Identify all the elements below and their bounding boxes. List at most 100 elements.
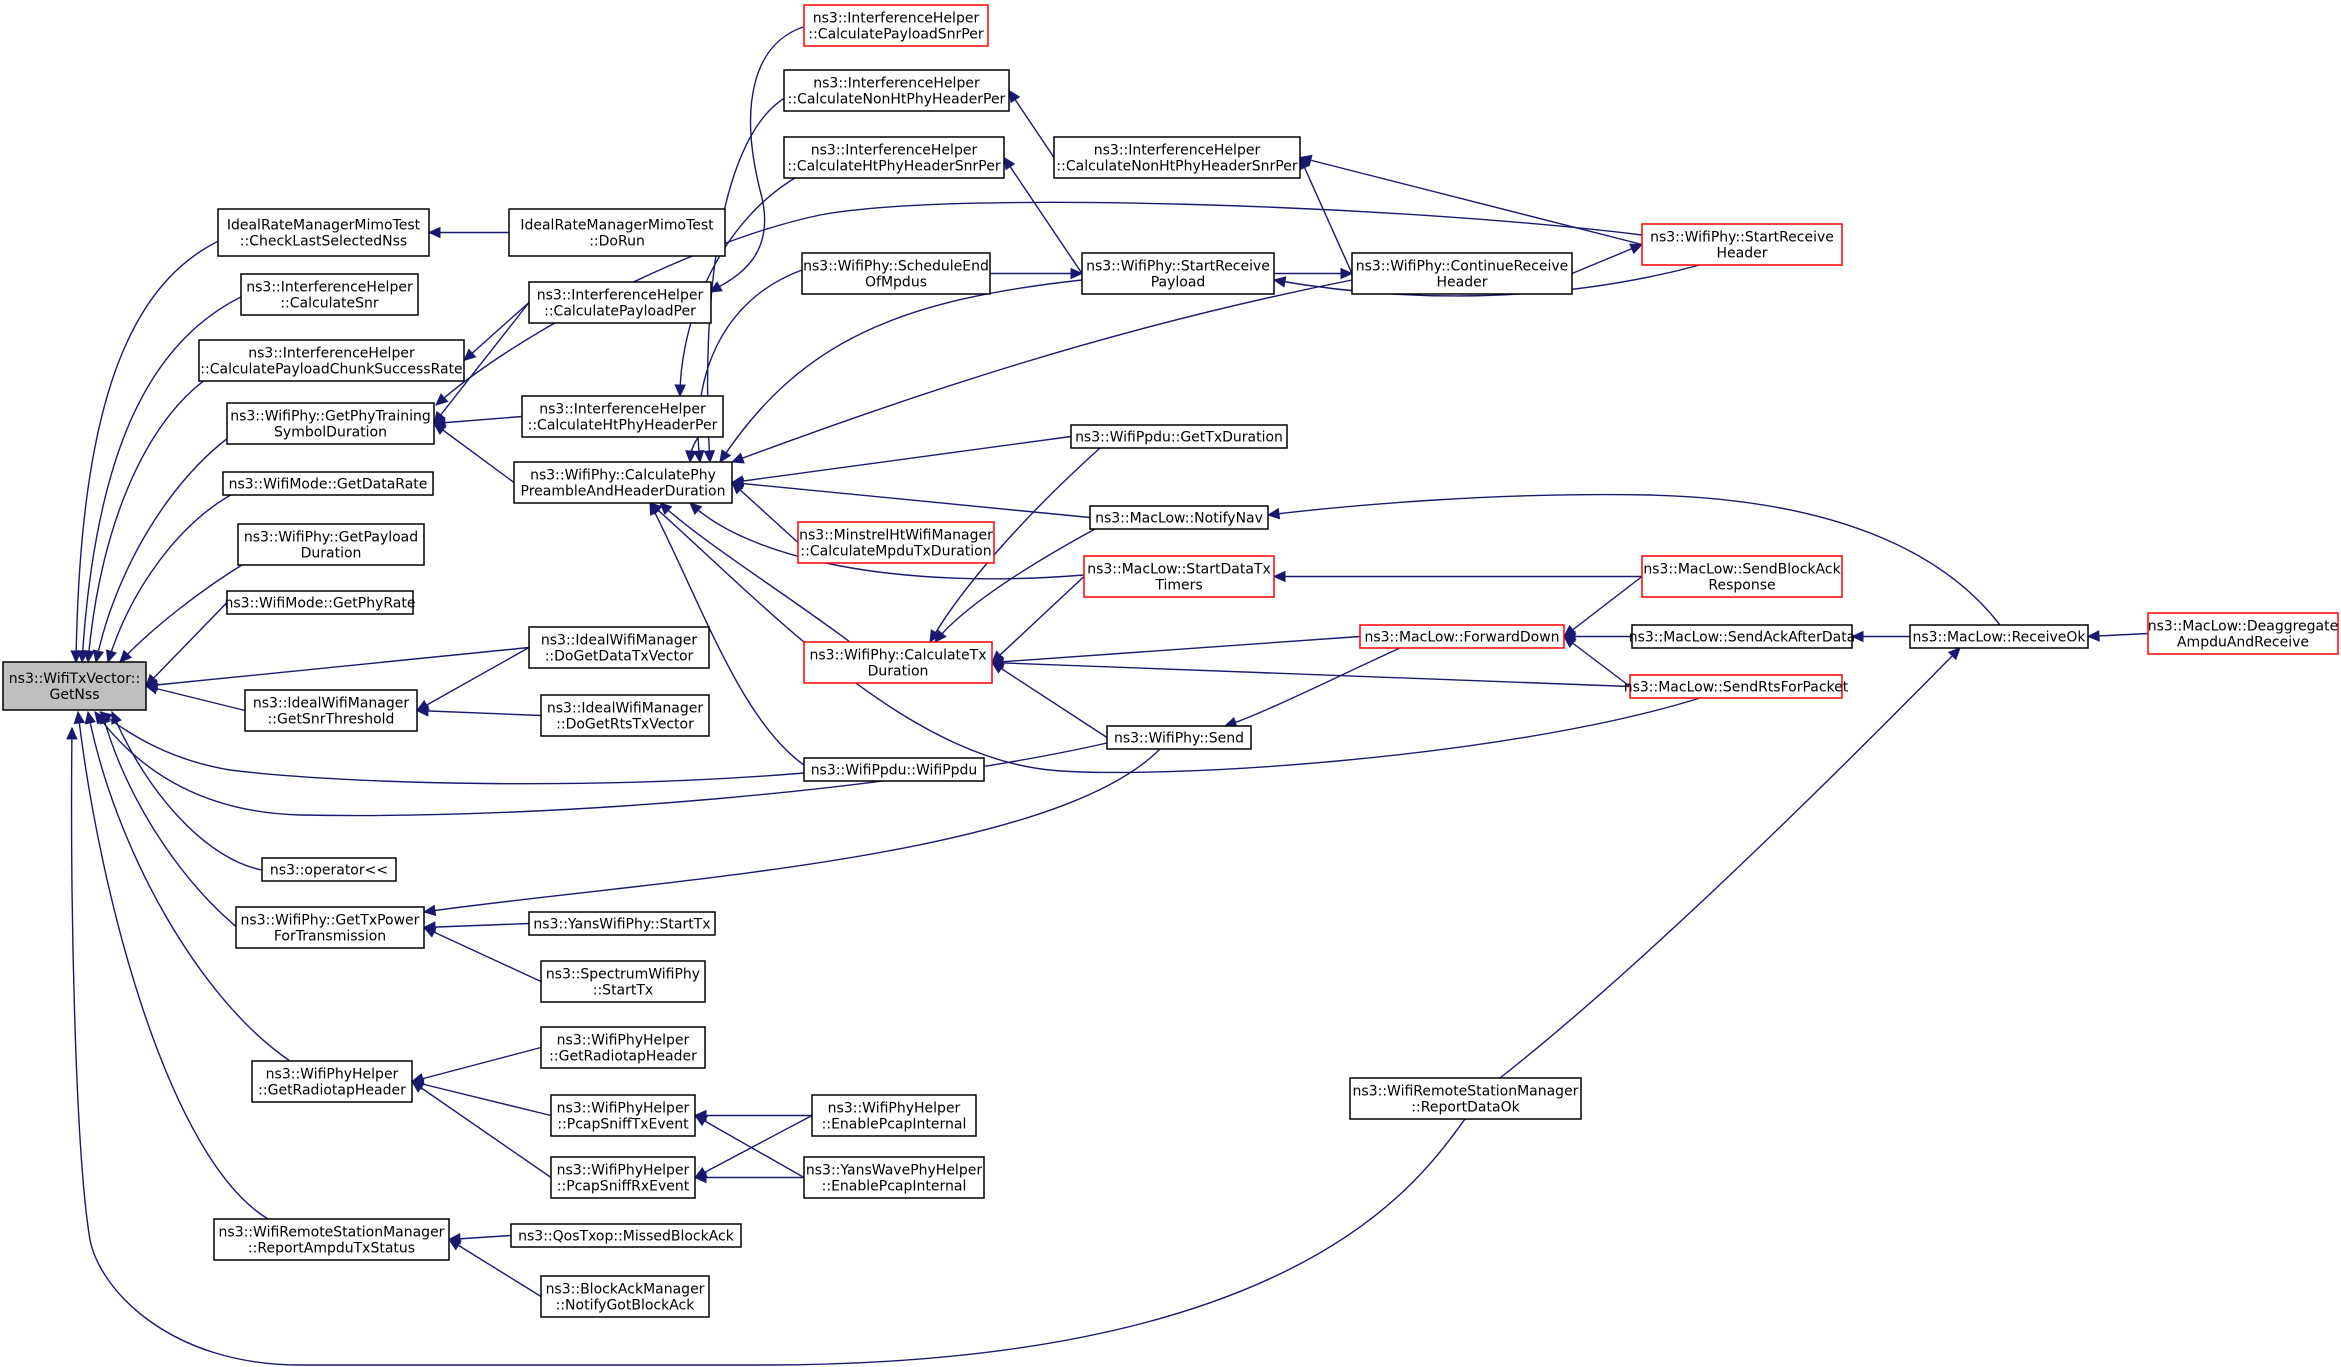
call-edge-arrowhead bbox=[708, 281, 723, 293]
function-node[interactable]: ns3::InterferenceHelper::CalculateHtPhyH… bbox=[521, 395, 724, 438]
function-node[interactable]: ns3::InterferenceHelper::CalculatePayloa… bbox=[803, 4, 989, 47]
function-node[interactable]: ns3::WifiPhyHelper::EnablePcapInternal bbox=[811, 1094, 977, 1137]
function-node-label: ns3::IdealWifiManager bbox=[253, 696, 409, 712]
function-node-box bbox=[235, 906, 425, 949]
function-node[interactable]: ns3::InterferenceHelper::CalculateNonHtP… bbox=[783, 69, 1010, 112]
function-node[interactable]: ns3::WifiPhyHelper::GetRadiotapHeader bbox=[251, 1060, 413, 1103]
function-node[interactable]: ns3::InterferenceHelper::CalculateNonHtP… bbox=[1053, 136, 1301, 179]
call-edge-line bbox=[95, 434, 233, 663]
call-edge-arrowhead bbox=[463, 348, 477, 362]
function-node[interactable]: IdealRateManagerMimoTest::CheckLastSelec… bbox=[217, 208, 430, 257]
function-node-label: ns3::WifiTxVector:: bbox=[9, 671, 140, 687]
function-node-box bbox=[540, 960, 706, 1003]
function-node[interactable]: ns3::WifiPhyHelper::PcapSniffTxEvent bbox=[550, 1094, 696, 1137]
function-node-box bbox=[508, 208, 726, 257]
function-node[interactable]: ns3::MacLow::SendRtsForPacket bbox=[1624, 674, 1849, 699]
function-node[interactable]: ns3::IdealWifiManager::GetSnrThreshold bbox=[244, 689, 418, 732]
function-node[interactable]: ns3::WifiMode::GetPhyRate bbox=[225, 590, 416, 615]
call-edge-arrowhead bbox=[990, 661, 1005, 674]
function-node[interactable]: ns3::MacLow::ReceiveOk bbox=[1909, 624, 2089, 649]
call-edge-line bbox=[77, 711, 269, 1220]
call-edge bbox=[708, 24, 811, 293]
call-edge-line bbox=[423, 926, 542, 983]
function-node[interactable]: ns3::MacLow::SendAckAfterData bbox=[1629, 624, 1856, 649]
function-node[interactable]: ns3::WifiPhy::CalculatePhyPreambleAndHea… bbox=[513, 461, 733, 504]
call-edge bbox=[649, 502, 1701, 774]
function-node-box bbox=[217, 208, 430, 257]
function-node[interactable]: ns3::InterferenceHelper::CalculateSnr bbox=[240, 273, 419, 316]
call-edge-line bbox=[1499, 647, 1961, 1079]
focus-function-node[interactable]: ns3::WifiTxVector::GetNss bbox=[2, 661, 147, 711]
function-node[interactable]: ns3::YansWifiPhy::StartTx bbox=[528, 911, 716, 936]
call-edge-line bbox=[929, 447, 1101, 643]
call-edge bbox=[145, 602, 228, 687]
call-edge bbox=[66, 726, 1466, 1366]
call-edge-line bbox=[423, 748, 1161, 913]
call-edge-arrowhead bbox=[422, 904, 437, 917]
function-node[interactable]: ns3::MinstrelHtWifiManager::CalculateMpd… bbox=[797, 521, 995, 564]
function-node-box bbox=[803, 641, 993, 684]
function-node-box bbox=[540, 694, 710, 737]
function-node[interactable]: ns3::BlockAckManager::NotifyGotBlockAck bbox=[540, 1275, 710, 1318]
call-edge bbox=[422, 921, 530, 933]
call-edge bbox=[433, 422, 515, 484]
function-node[interactable]: ns3::WifiPhy::Send bbox=[1106, 725, 1252, 750]
function-node[interactable]: ns3::QosTxop::MissedBlockAck bbox=[510, 1223, 742, 1248]
function-node[interactable]: ns3::MacLow::ForwardDown bbox=[1359, 624, 1565, 649]
function-node[interactable]: ns3::WifiRemoteStationManager::ReportDat… bbox=[1349, 1077, 1582, 1120]
function-node[interactable]: ns3::WifiMode::GetDataRate bbox=[222, 471, 434, 496]
function-node-label: ns3::InterferenceHelper bbox=[1094, 143, 1261, 159]
call-edge bbox=[410, 1078, 552, 1117]
function-node-box bbox=[1631, 624, 1853, 649]
function-node[interactable]: ns3::WifiPhy::GetPhyTrainingSymbolDurati… bbox=[226, 402, 435, 445]
function-node[interactable]: ns3::WifiPhyHelper::PcapSniffRxEvent bbox=[550, 1156, 696, 1199]
call-edge bbox=[144, 646, 530, 691]
function-node[interactable]: ns3::WifiPpdu::WifiPpdu bbox=[803, 757, 985, 782]
function-node-label: GetNss bbox=[49, 687, 99, 703]
function-node[interactable]: ns3::WifiRemoteStationManager::ReportAmp… bbox=[213, 1218, 450, 1261]
call-edge-line bbox=[731, 481, 799, 544]
function-node-label: ::DoRun bbox=[589, 234, 645, 250]
function-node-label: ::GetSnrThreshold bbox=[268, 712, 395, 728]
function-node[interactable]: ns3::WifiPhyHelper::GetRadiotapHeader bbox=[540, 1026, 706, 1069]
function-node-box bbox=[783, 136, 1005, 179]
function-node[interactable]: ns3::SpectrumWifiPhy::StartTx bbox=[540, 960, 706, 1003]
function-node[interactable]: ns3::MacLow::NotifyNav bbox=[1089, 505, 1269, 530]
call-edge bbox=[730, 279, 1353, 464]
call-edge-arrowhead bbox=[1070, 267, 1084, 280]
call-edge-arrowhead bbox=[144, 683, 159, 695]
call-edge-line bbox=[659, 502, 851, 643]
call-edge-line bbox=[1299, 156, 1643, 246]
function-node[interactable]: ns3::IdealWifiManager::DoGetDataTxVector bbox=[528, 626, 710, 669]
function-node-box bbox=[222, 471, 434, 496]
call-edge-arrowhead bbox=[2086, 630, 2100, 642]
call-edge-arrowhead bbox=[66, 726, 78, 740]
call-edge bbox=[929, 447, 1101, 644]
function-node-label: ns3::operator<< bbox=[270, 863, 388, 879]
function-node[interactable]: ns3::InterferenceHelper::CalculatePayloa… bbox=[198, 339, 465, 382]
call-edge-arrowhead bbox=[1272, 570, 1286, 583]
function-node[interactable]: IdealRateManagerMimoTest::DoRun bbox=[508, 208, 726, 257]
call-edge bbox=[84, 710, 291, 1062]
call-edge-line bbox=[1224, 647, 1401, 727]
call-edge-line bbox=[679, 174, 801, 397]
call-edge bbox=[1266, 493, 2001, 626]
function-node[interactable]: ns3::InterferenceHelper::CalculateHtPhyH… bbox=[783, 136, 1005, 179]
function-node[interactable]: ns3::operator<< bbox=[261, 857, 397, 882]
call-edge-arrowhead bbox=[99, 710, 111, 725]
function-node[interactable]: ns3::InterferenceHelper::CalculatePayloa… bbox=[528, 281, 712, 324]
call-edge bbox=[105, 489, 241, 664]
function-node[interactable]: ns3::YansWavePhyHelper::EnablePcapIntern… bbox=[803, 1156, 985, 1199]
function-node[interactable]: ns3::IdealWifiManager::DoGetRtsTxVector bbox=[540, 694, 710, 737]
function-node[interactable]: ns3::WifiPpdu::GetTxDuration bbox=[1070, 424, 1288, 449]
